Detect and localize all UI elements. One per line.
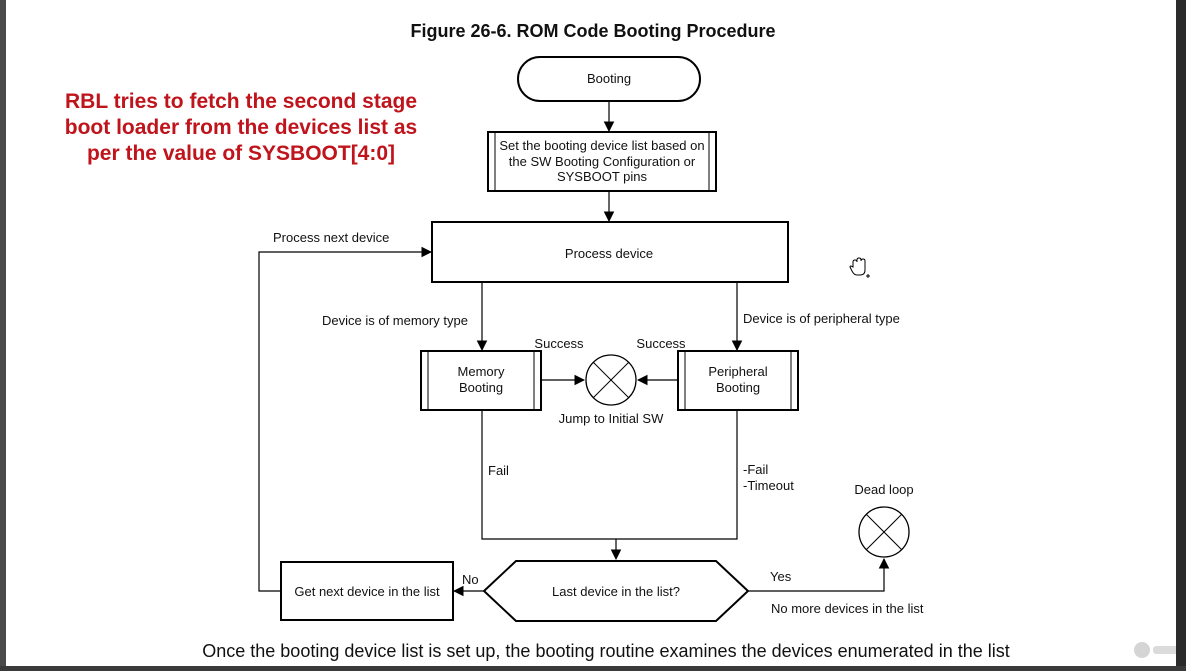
note-line-3: per the value of SYSBOOT[4:0] xyxy=(87,142,395,165)
no-more-label: No more devices in the list xyxy=(771,601,924,616)
note-line-1: RBL tries to fetch the second stage xyxy=(65,90,417,113)
udemy-logo xyxy=(1134,642,1181,658)
figure-title: Figure 26-6. ROM Code Booting Procedure xyxy=(410,21,775,41)
success-left-label: Success xyxy=(534,336,584,351)
edge-loop-back xyxy=(258,246,433,592)
peripheral-type-label: Device is of peripheral type xyxy=(743,311,900,326)
slide-canvas: Figure 26-6. ROM Code Booting Procedure … xyxy=(6,0,1181,666)
figure-caption: Once the booting device list is set up, … xyxy=(202,641,1009,661)
set-list-line-2: the SW Booting Configuration or xyxy=(509,154,696,169)
process-device-label: Process device xyxy=(565,246,653,261)
success-right-label: Success xyxy=(636,336,686,351)
note-line-2: boot loader from the devices list as xyxy=(65,116,417,139)
dead-loop-label: Dead loop xyxy=(854,482,913,497)
memory-type-label: Device is of memory type xyxy=(322,313,468,328)
get-next-label: Get next device in the list xyxy=(294,584,440,599)
hand-cursor-icon xyxy=(849,257,870,278)
peripheral-booting-node xyxy=(677,350,799,411)
no-label: No xyxy=(462,572,479,587)
fail-timeout-line-1: -Fail xyxy=(743,462,768,477)
yes-label: Yes xyxy=(770,569,792,584)
peripheral-line-2: Booting xyxy=(716,380,760,395)
set-list-line-3: SYSBOOT pins xyxy=(557,169,648,184)
fail-label: Fail xyxy=(488,463,509,478)
jump-label: Jump to Initial SW xyxy=(559,411,664,426)
memory-line-1: Memory xyxy=(458,364,505,379)
booting-label: Booting xyxy=(587,71,631,86)
right-frame-edge xyxy=(1176,0,1186,666)
flowchart: Figure 26-6. ROM Code Booting Procedure … xyxy=(65,21,1181,661)
edge-fail-merge xyxy=(481,410,738,540)
fail-timeout-line-2: -Timeout xyxy=(743,478,794,493)
left-frame-edge xyxy=(0,0,6,666)
process-device-node xyxy=(431,221,789,283)
process-next-label: Process next device xyxy=(273,230,389,245)
edge-yes xyxy=(748,557,890,592)
peripheral-line-1: Peripheral xyxy=(708,364,767,379)
set-list-line-1: Set the booting device list based on xyxy=(499,138,704,153)
memory-line-2: Booting xyxy=(459,380,503,395)
last-device-label: Last device in the list? xyxy=(552,584,680,599)
get-next-device-node xyxy=(280,561,454,621)
set-list-node xyxy=(487,131,717,192)
